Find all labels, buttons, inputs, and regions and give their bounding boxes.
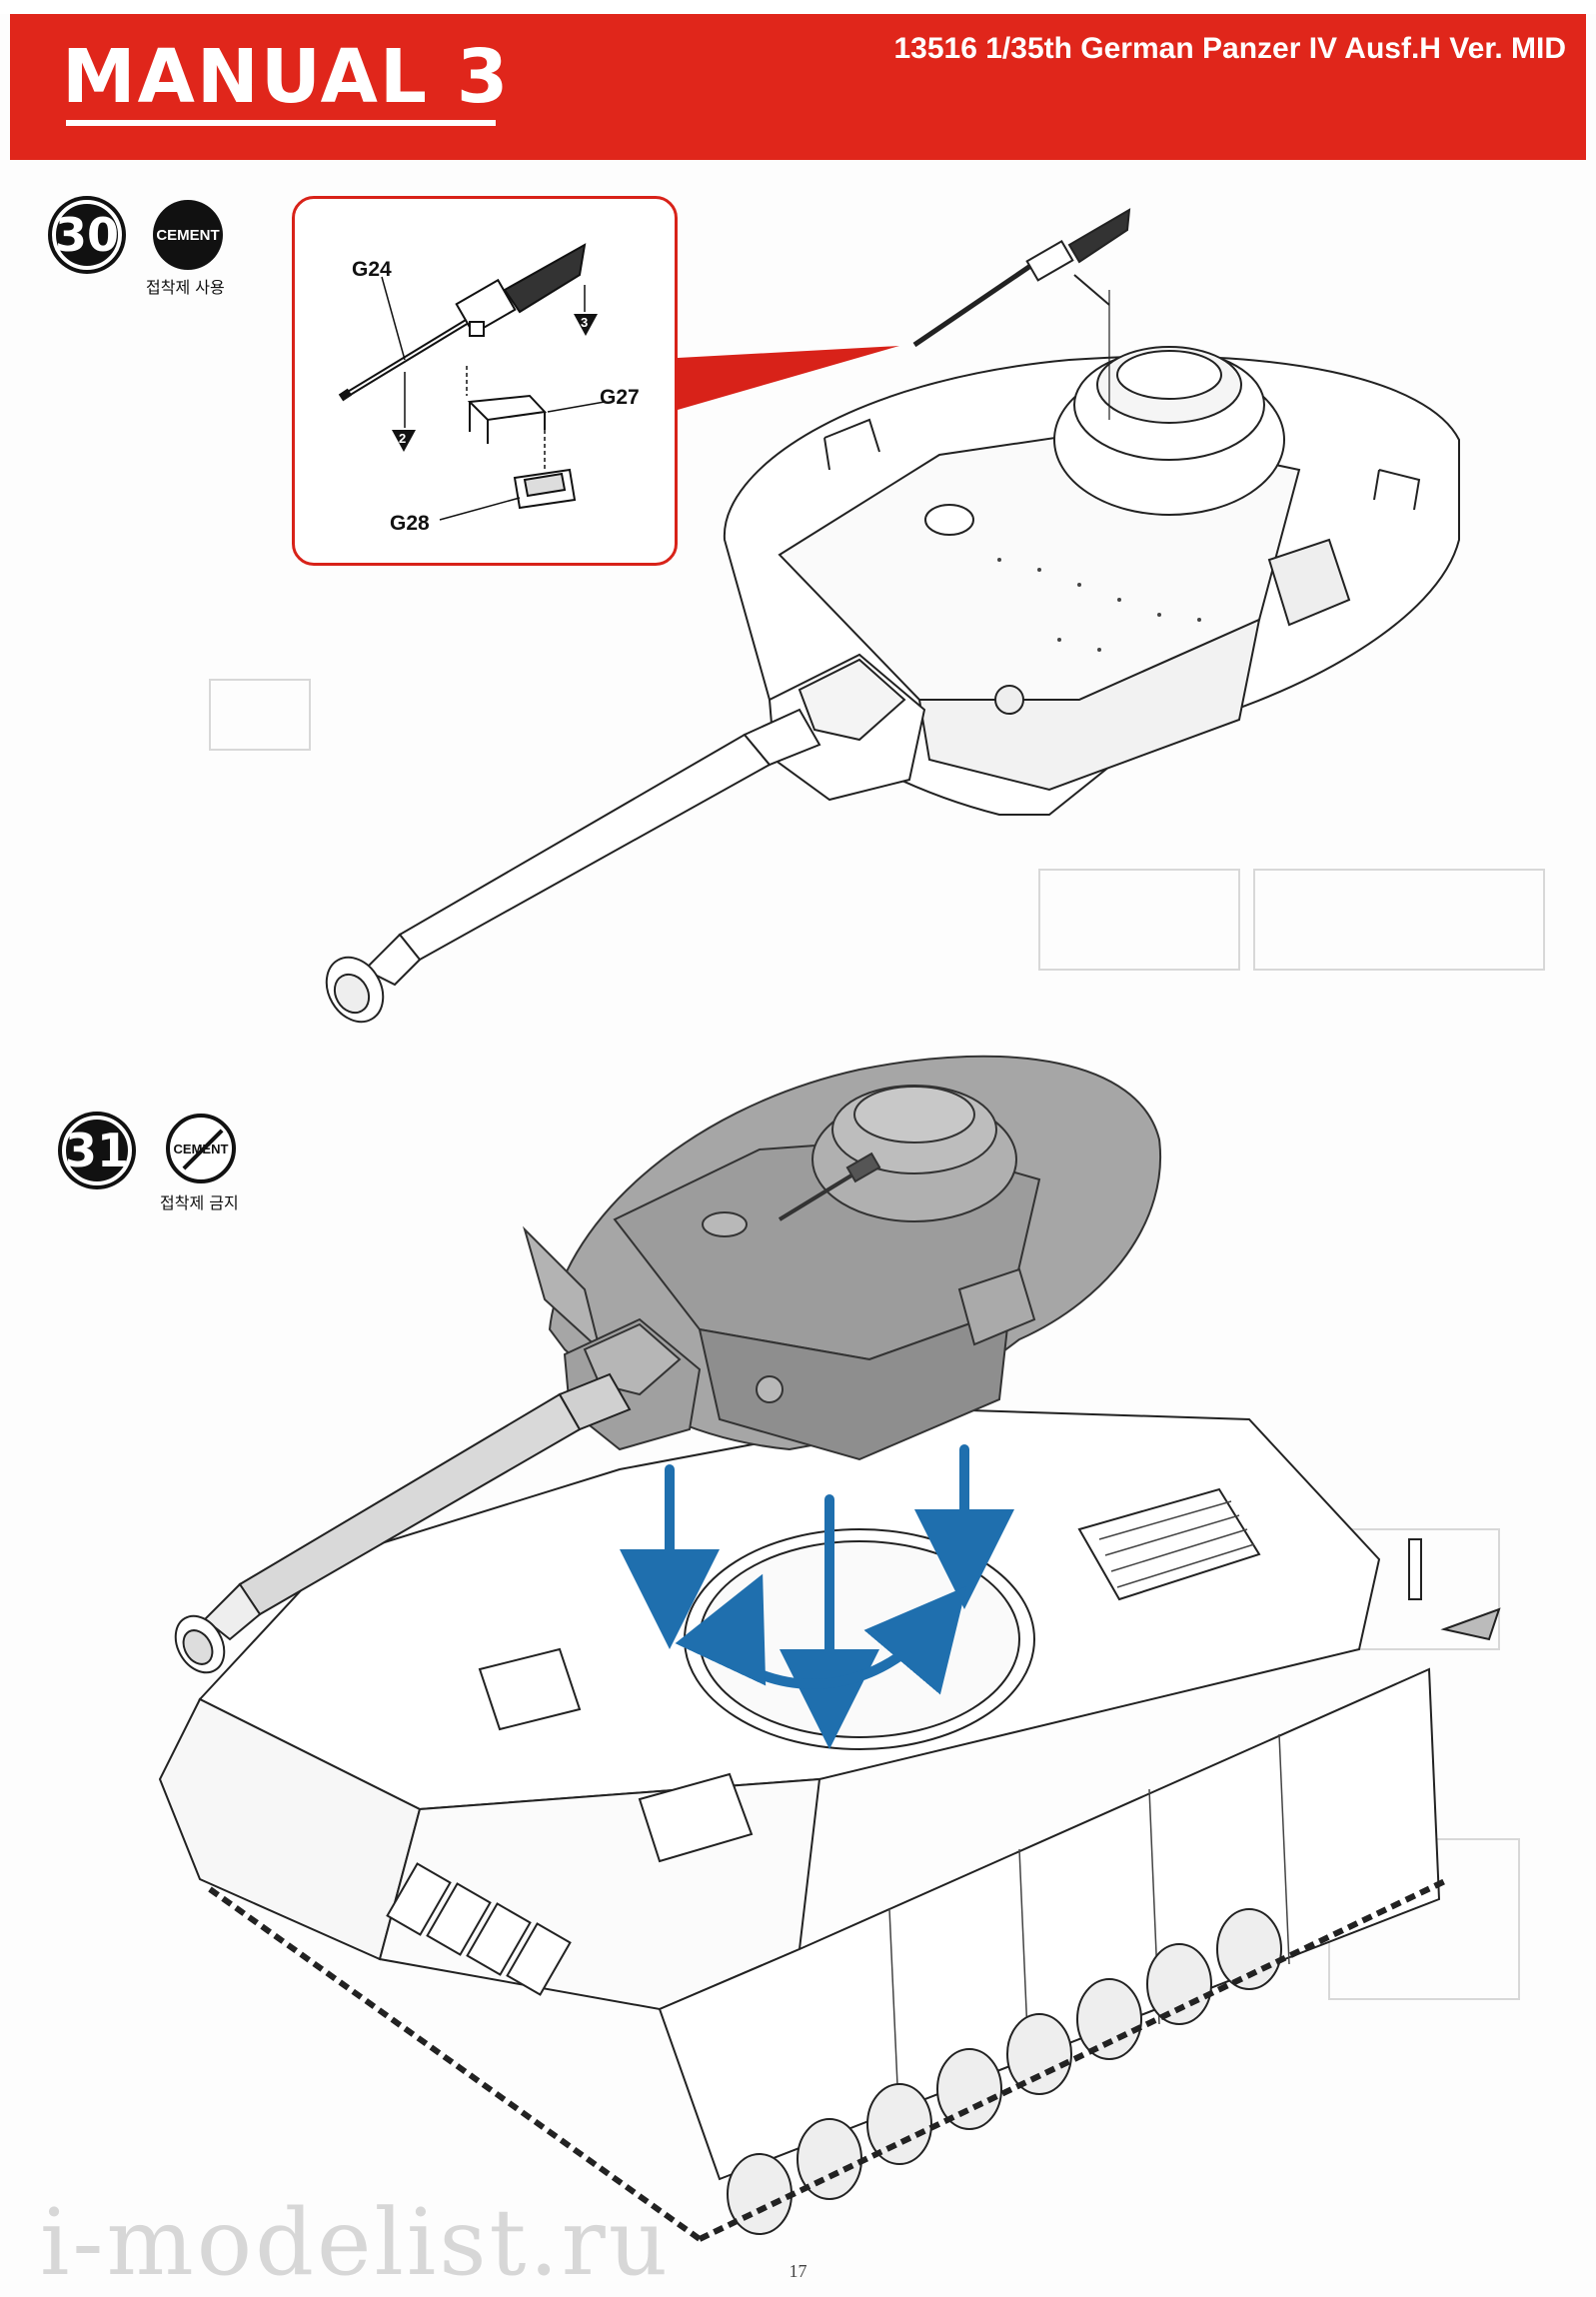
main-gun-barrel-31 [174, 1372, 632, 1674]
marker-2-label: 2 [399, 431, 407, 446]
g27-mount-drawing [467, 394, 548, 444]
no-cement-icon: CEMENT [166, 1114, 236, 1183]
title-underline [66, 120, 496, 126]
cement-use-note: 접착제 사용 [146, 278, 225, 297]
manual-title: MANUAL 3 [62, 34, 511, 120]
part-label-g27: G27 [600, 386, 640, 409]
step-31-number: 31 [64, 1124, 129, 1177]
marker-3-triangle [574, 314, 598, 336]
no-cement-note: 접착제 금지 [160, 1193, 239, 1212]
callout-pointer [678, 346, 899, 410]
part-label-g24: G24 [352, 258, 392, 281]
step-30-detail-callout [292, 196, 678, 566]
step-31-badge-ring [62, 1116, 132, 1185]
hull-drawing [158, 1407, 1501, 2242]
marker-2-triangle [392, 430, 416, 452]
mg34-part-drawing [338, 243, 587, 402]
step-30-badge-ring [52, 200, 122, 270]
part-label-g28: G28 [390, 512, 430, 535]
step-30-badge: 30 [48, 196, 126, 274]
turret-30-drawing [723, 346, 1460, 816]
kit-title: 13516 1/35th German Panzer IV Ausf.H Ver… [893, 32, 1566, 65]
main-gun-barrel-30 [325, 708, 821, 1024]
assembly-arrows [620, 1444, 1014, 1749]
top-margin [0, 0, 1596, 14]
cement-use-icon: CEMENT [153, 200, 223, 270]
g28-bracket-drawing [513, 468, 577, 510]
turret-mg-mount [912, 208, 1131, 420]
callout-leader-lines [381, 276, 606, 521]
cement-use-label: CEMENT [156, 226, 220, 244]
page-header: MANUAL 3 13516 1/35th German Panzer IV A… [10, 14, 1586, 160]
page-number: 17 [789, 2261, 807, 2281]
watermark-text: i-modelist.ru [40, 2189, 671, 2296]
marker-3-label: 3 [581, 315, 589, 330]
step-30-number: 30 [54, 208, 119, 262]
step-31-badge: 31 [58, 1112, 136, 1189]
